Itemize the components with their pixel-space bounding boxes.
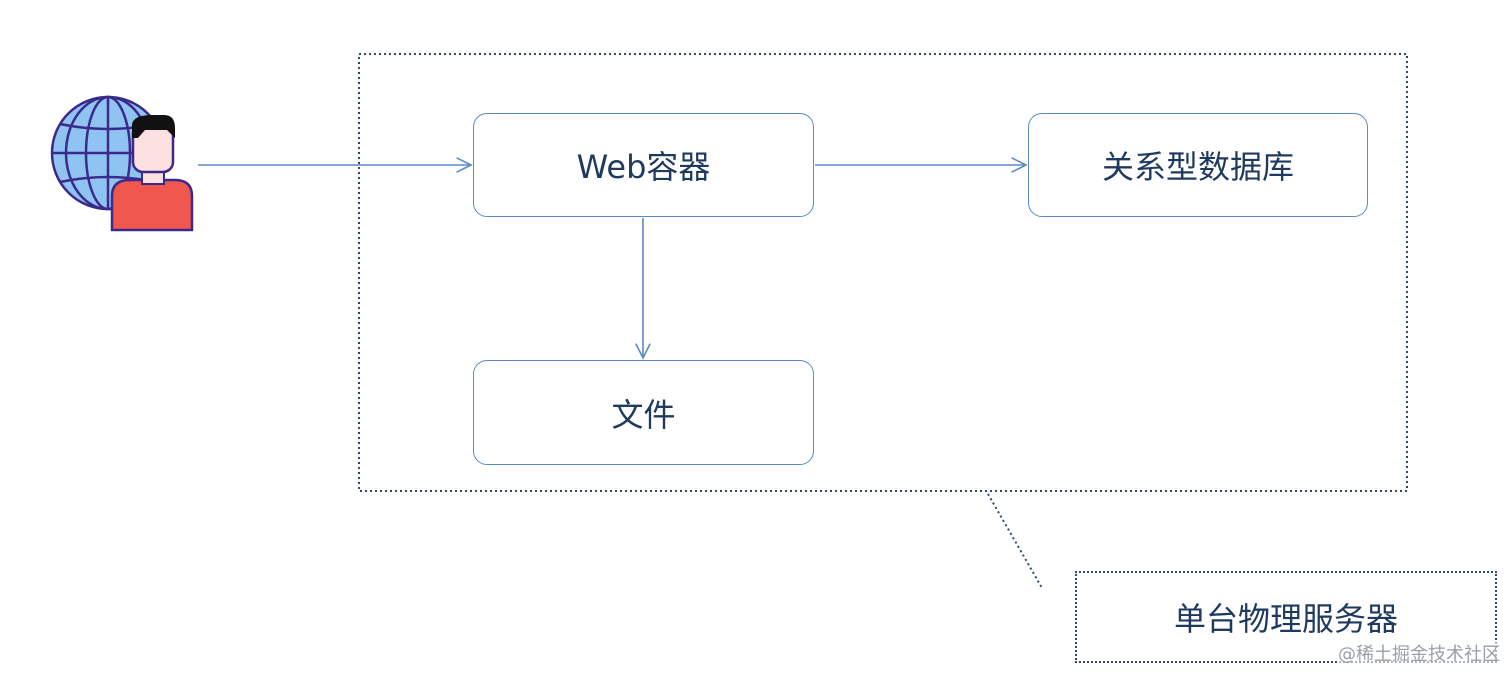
- server-leader-line: [987, 493, 1043, 589]
- server-boundary: [358, 53, 1408, 492]
- web-container-label: Web容器: [576, 148, 711, 186]
- files-label: 文件: [611, 395, 676, 434]
- server-label: 单台物理服务器: [1173, 600, 1398, 638]
- files-node: 文件: [473, 360, 814, 465]
- relational-db-label: 关系型数据库: [1101, 148, 1294, 186]
- web-container-node: Web容器: [473, 113, 814, 217]
- user-globe-icon: [50, 95, 194, 232]
- watermark: @稀土掘金技术社区: [1338, 640, 1500, 666]
- relational-db-node: 关系型数据库: [1028, 113, 1368, 217]
